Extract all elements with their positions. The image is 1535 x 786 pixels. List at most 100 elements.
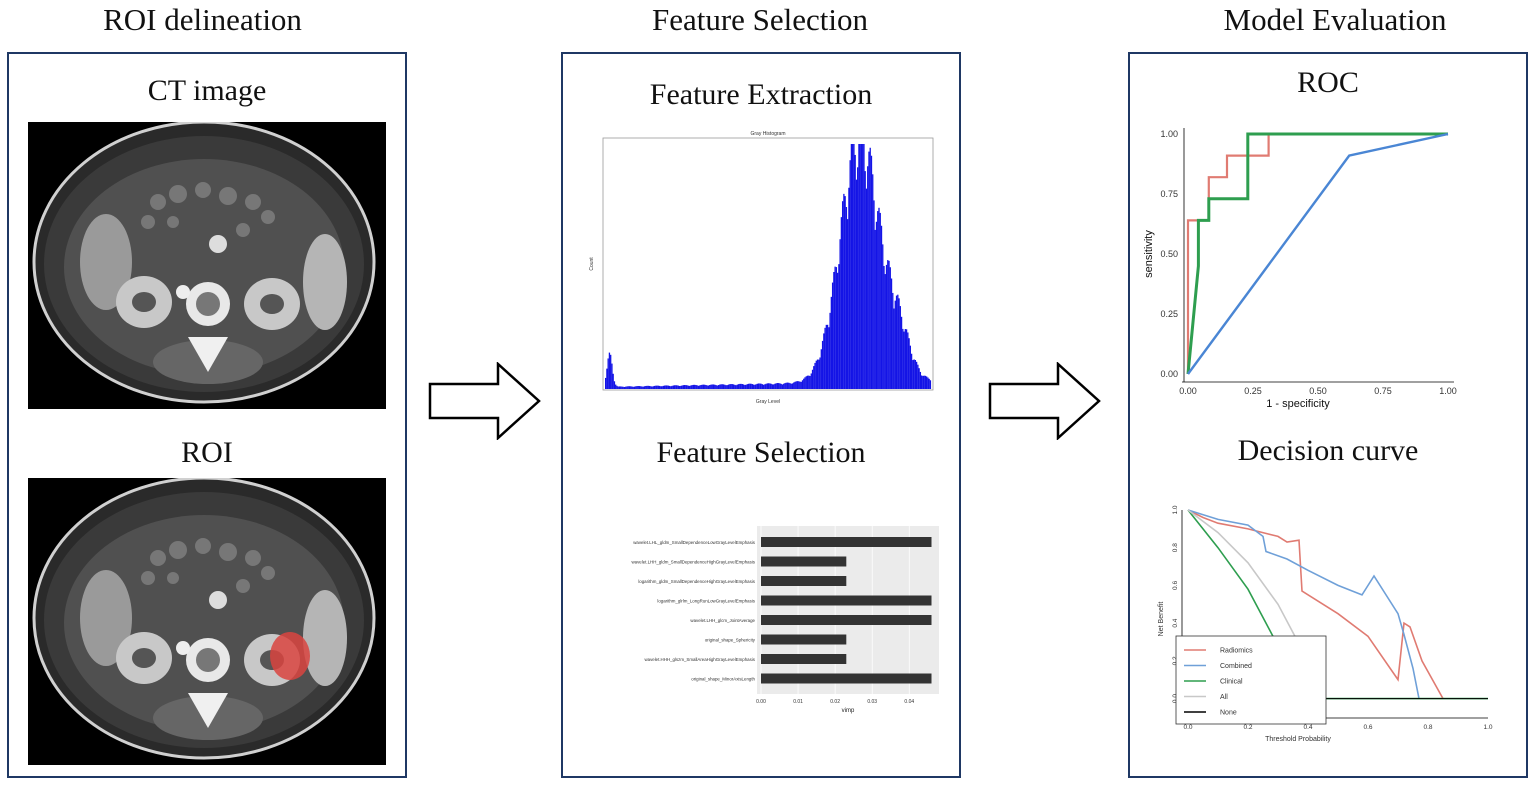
dca-xtick: 1.0 bbox=[1483, 724, 1492, 731]
histogram-bar bbox=[719, 384, 721, 389]
histogram-bar bbox=[633, 386, 636, 389]
histogram-bar bbox=[608, 352, 611, 389]
histogram-bar bbox=[645, 385, 647, 389]
histogram-bar bbox=[813, 366, 815, 389]
importance-label: original_shape_Sphericity bbox=[705, 637, 756, 642]
histogram-bar bbox=[862, 144, 864, 389]
histogram-bar bbox=[746, 384, 748, 389]
dca-legend-label: None bbox=[1220, 710, 1237, 717]
histogram-bar bbox=[615, 384, 617, 389]
histogram-bar bbox=[697, 385, 700, 389]
histogram-bar bbox=[750, 383, 752, 389]
histogram-bar bbox=[823, 333, 825, 389]
histogram-bar bbox=[869, 147, 871, 389]
histogram-bars bbox=[605, 144, 932, 389]
histogram-bar bbox=[656, 385, 658, 389]
histogram-bar bbox=[641, 386, 643, 389]
histogram-bar bbox=[795, 381, 797, 389]
histogram-bar bbox=[661, 386, 663, 389]
histogram-bar bbox=[872, 174, 874, 389]
histogram-bar bbox=[865, 188, 868, 389]
histogram-bar bbox=[677, 385, 680, 389]
histogram-bar bbox=[744, 384, 746, 389]
histogram-bar bbox=[775, 383, 777, 389]
histogram-bar bbox=[786, 382, 789, 389]
histogram-bar bbox=[801, 380, 804, 389]
histogram-bar bbox=[620, 386, 622, 389]
histogram-bar bbox=[818, 359, 820, 389]
histogram-bar bbox=[707, 385, 710, 389]
roc-ytick: 0.50 bbox=[1160, 249, 1178, 259]
histogram-bar bbox=[696, 385, 698, 389]
importance-bar bbox=[761, 634, 847, 645]
histogram-bar bbox=[678, 385, 681, 389]
roc-xtick: 0.00 bbox=[1179, 386, 1197, 396]
histogram-bar bbox=[908, 338, 910, 389]
histogram-bar bbox=[867, 166, 869, 389]
histogram-bar bbox=[799, 381, 801, 389]
histogram-bar bbox=[607, 358, 609, 389]
histogram-title: Gray Histogram bbox=[750, 131, 785, 137]
histogram-bar bbox=[927, 377, 929, 389]
dca-ytick: 0.6 bbox=[1172, 581, 1179, 590]
histogram-bar bbox=[863, 144, 865, 389]
histogram-bar bbox=[897, 294, 899, 389]
histogram-bar bbox=[828, 327, 830, 389]
importance-xlabel: vimp bbox=[842, 708, 855, 714]
histogram-bar bbox=[838, 264, 840, 389]
histogram-bar bbox=[668, 385, 671, 389]
histogram-bar bbox=[917, 364, 919, 389]
histogram-ylabel: Count bbox=[589, 257, 595, 271]
histogram-bar bbox=[845, 207, 848, 389]
histogram-bar bbox=[902, 328, 904, 389]
roc-xlabel: 1 - specificity bbox=[1266, 398, 1330, 410]
histogram-bar bbox=[663, 385, 666, 389]
histogram-bar bbox=[887, 260, 889, 389]
histogram-bar bbox=[791, 383, 794, 389]
dca-legend-label: Radiomics bbox=[1220, 648, 1253, 655]
column-title-model-evaluation: Model Evaluation bbox=[1223, 2, 1447, 37]
histogram-bar bbox=[877, 211, 879, 389]
importance-label: logarithm_glrlm_LongRunLowGrayLevelEmpha… bbox=[657, 598, 755, 603]
histogram-bar bbox=[651, 386, 653, 389]
histogram-bar bbox=[765, 383, 767, 389]
histogram-bar bbox=[702, 384, 705, 389]
ct-image-label: CT image bbox=[147, 74, 267, 107]
histogram-bar bbox=[635, 386, 637, 389]
histogram-bar bbox=[898, 298, 900, 389]
histogram-bar bbox=[774, 383, 776, 389]
histogram-bar bbox=[722, 384, 725, 389]
histogram-bar bbox=[882, 244, 884, 389]
histogram-bar bbox=[850, 144, 853, 389]
histogram-bar bbox=[660, 386, 662, 389]
histogram-bar bbox=[841, 201, 844, 389]
histogram-bar bbox=[798, 381, 800, 389]
dca-legend-box bbox=[1175, 635, 1327, 725]
histogram-bar bbox=[910, 353, 913, 389]
histogram-bar bbox=[852, 144, 854, 389]
histogram-bar bbox=[731, 384, 733, 389]
feature-selection-label: Feature Selection bbox=[656, 436, 866, 469]
histogram-bar bbox=[831, 282, 834, 389]
histogram-bar bbox=[824, 327, 826, 389]
histogram-bar bbox=[742, 384, 745, 389]
histogram-bar bbox=[829, 312, 831, 389]
histogram-bar bbox=[716, 385, 718, 389]
importance-label: original_shape_MinorAxisLength bbox=[691, 676, 755, 681]
histogram-bar bbox=[658, 385, 661, 389]
histogram-bar bbox=[920, 375, 923, 389]
histogram-bar bbox=[735, 385, 737, 389]
histogram-bar bbox=[725, 385, 727, 389]
histogram-bar bbox=[928, 378, 930, 389]
histogram-bar bbox=[617, 386, 619, 389]
histogram-bar bbox=[870, 155, 873, 389]
histogram-bar bbox=[687, 385, 690, 389]
histogram-bar bbox=[793, 382, 795, 389]
histogram-bar bbox=[721, 384, 723, 389]
histogram-bar bbox=[676, 385, 678, 389]
histogram-bar bbox=[739, 383, 741, 389]
histogram-bar bbox=[789, 383, 791, 389]
